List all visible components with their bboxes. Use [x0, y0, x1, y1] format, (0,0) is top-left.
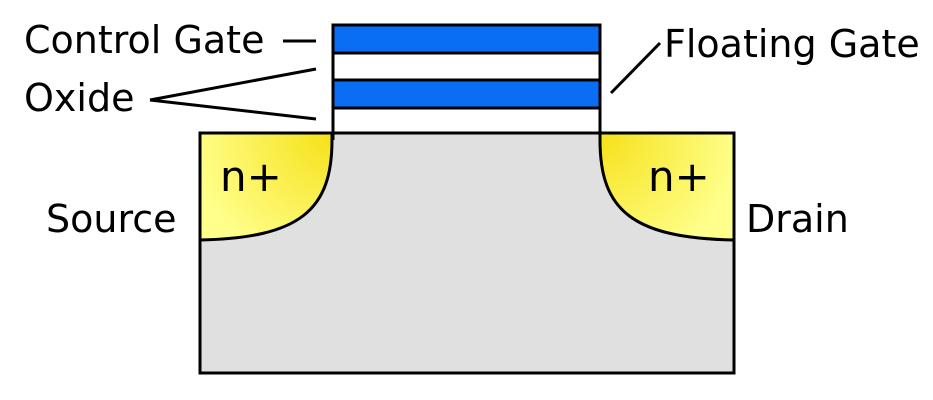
drain-doping-label: n+	[648, 152, 710, 201]
floating-gate	[331, 78, 602, 110]
control-gate	[331, 23, 602, 55]
floating-gate-leader	[609, 41, 662, 95]
upper-oxide-layer	[331, 51, 602, 82]
control-gate-label: Control Gate	[24, 18, 264, 62]
source-n-plus-region	[198, 131, 334, 242]
oxide-leader-upper	[149, 67, 317, 102]
source-doping-label: n+	[220, 152, 282, 201]
drain-n-plus-region	[598, 131, 736, 242]
oxide-leader-lower	[149, 98, 317, 121]
drain-label: Drain	[746, 197, 849, 241]
oxide-label: Oxide	[24, 76, 134, 120]
lower-oxide-layer	[331, 106, 602, 135]
source-label: Source	[46, 197, 177, 241]
floating-gate-label: Floating Gate	[664, 22, 920, 66]
